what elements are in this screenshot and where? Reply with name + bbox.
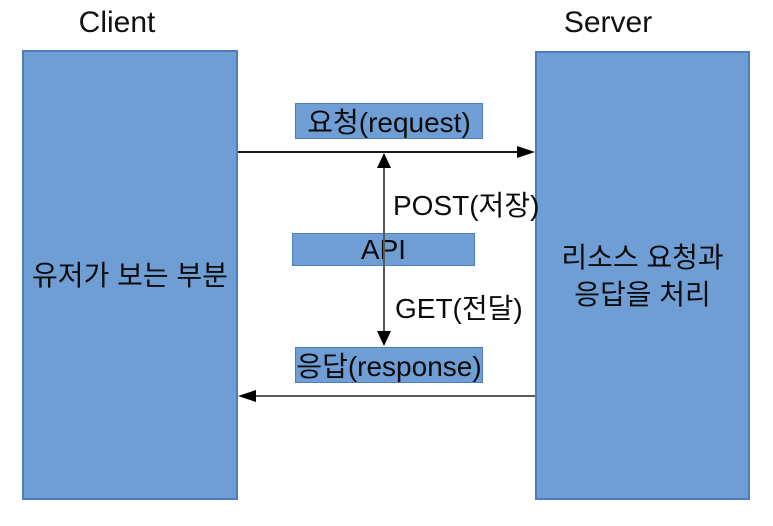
request-arrow-line (238, 151, 519, 153)
client-box-label: 유저가 보는 부분 (32, 259, 228, 291)
api-vertical-arrow-line (383, 166, 385, 332)
response-arrow-line (255, 395, 535, 397)
arrowhead-up-icon (377, 153, 391, 168)
client-box: 유저가 보는 부분 (22, 50, 238, 500)
arrowhead-left-icon (238, 390, 256, 402)
post-method-label: POST(저장) (393, 190, 540, 221)
arrowhead-down-icon (377, 331, 391, 346)
request-box: 요청(request) (295, 103, 483, 139)
get-method-label: GET(전달) (395, 293, 523, 324)
arrowhead-right-icon (517, 146, 535, 158)
client-title: Client (78, 6, 156, 39)
server-box-label-line1: 리소스 요청과 (561, 241, 724, 273)
server-box-label-line2: 응답을 처리 (574, 278, 711, 310)
server-box: 리소스 요청과 응답을 처리 (535, 51, 750, 500)
response-box: 응답(response) (295, 347, 483, 383)
server-title: Server (563, 6, 653, 39)
